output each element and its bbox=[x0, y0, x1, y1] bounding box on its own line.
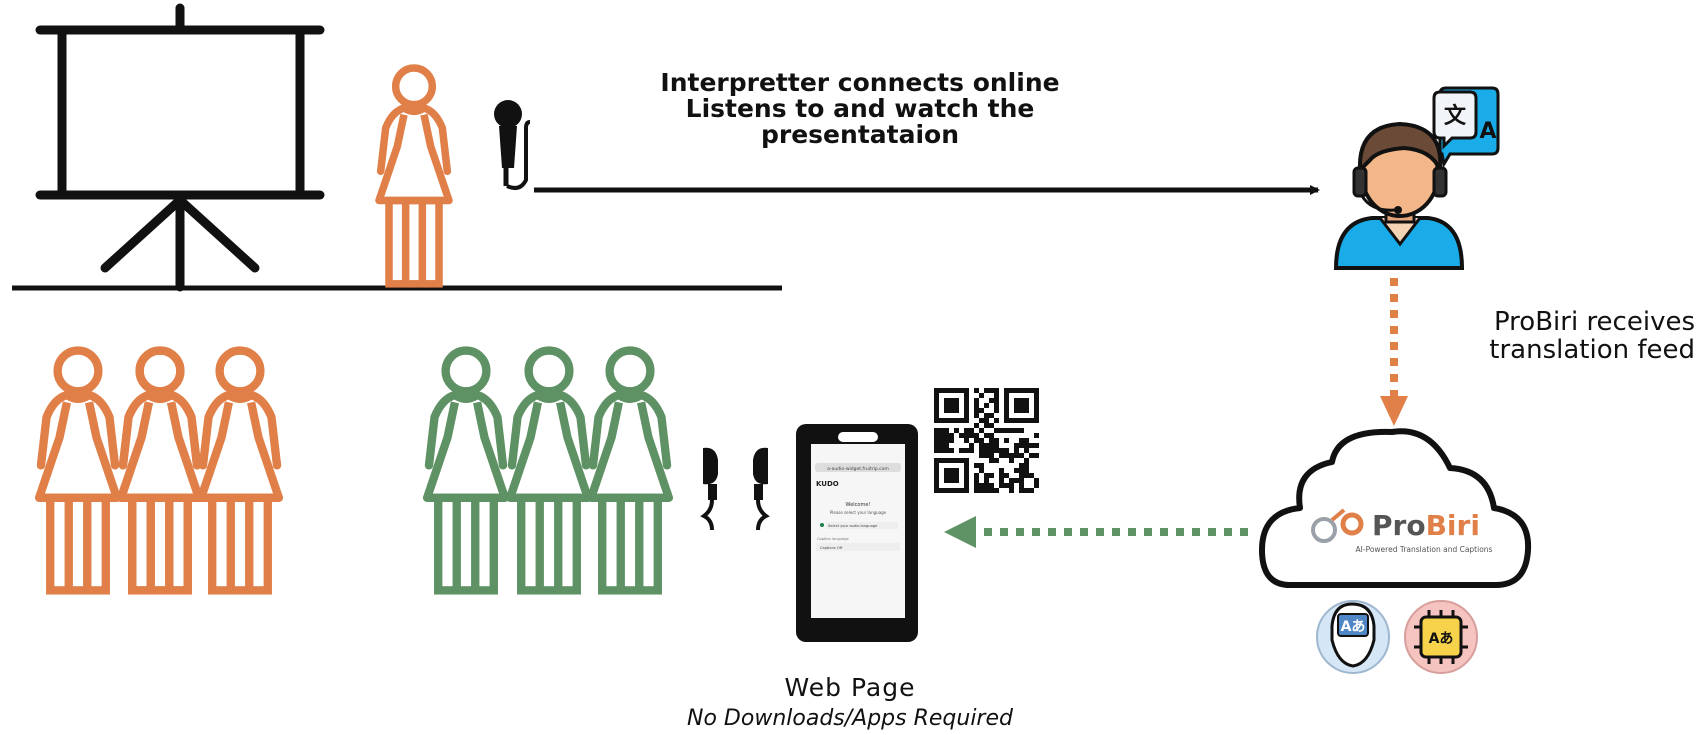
audience-group-green bbox=[427, 351, 669, 591]
interpreter-note-line3: presentataion bbox=[761, 120, 959, 149]
interpreter-note: Interpretter connects online Listens to … bbox=[640, 70, 1080, 148]
screen-logo: KUDO bbox=[816, 480, 839, 488]
web-page-title: Web Page bbox=[784, 673, 916, 702]
listener-person-icon bbox=[591, 351, 669, 591]
screen-select-label: Select your audio language bbox=[828, 524, 878, 528]
audience-group-orange bbox=[39, 351, 279, 591]
svg-text:ProBiri: ProBiri bbox=[1372, 509, 1480, 542]
interpreter-icon bbox=[1333, 121, 1465, 270]
earphones-icon bbox=[700, 447, 770, 531]
feed-arrow bbox=[1380, 278, 1408, 426]
stream-arrow bbox=[944, 516, 1252, 548]
listener-person-icon bbox=[510, 351, 588, 591]
probiri-note-line1: ProBiri receives bbox=[1493, 307, 1695, 337]
screen-prompt: Please select your language bbox=[830, 510, 887, 515]
interpreter-note-line1: Interpretter connects online bbox=[660, 68, 1060, 97]
chip-text: Aあ bbox=[1429, 631, 1454, 647]
translate-bubble-letter: A bbox=[1479, 119, 1496, 144]
presenter-person-icon bbox=[379, 68, 449, 284]
web-page-subtitle: No Downloads/Apps Required bbox=[687, 706, 1013, 731]
presentation-screen bbox=[35, 3, 325, 292]
screen-url: a-audio-widget.fruitrip.com bbox=[827, 466, 888, 472]
screen-caption-label: Caption language bbox=[817, 537, 850, 541]
probiri-note: ProBiri receives translation feed bbox=[1455, 308, 1695, 364]
badge-text: Aあ bbox=[1341, 619, 1366, 635]
probiri-note-line2: translation feed bbox=[1489, 335, 1695, 365]
translation-badge-icon: Aあ bbox=[1316, 600, 1390, 674]
audience-person-icon bbox=[201, 351, 279, 591]
screen-welcome: Welcome! bbox=[846, 502, 871, 508]
brand-biri: Biri bbox=[1426, 509, 1480, 542]
translate-bubble-icon: 文 A bbox=[1432, 86, 1500, 169]
listener-person-icon bbox=[427, 351, 505, 591]
screen-caption-value: Captions Off bbox=[820, 546, 843, 550]
web-page-caption: Web Page No Downloads/Apps Required bbox=[650, 673, 1050, 731]
probiri-cloud: ProBiri AI-Powered Translation and Capti… bbox=[1259, 428, 1532, 588]
interpreter-note-line2: Listens to and watch the bbox=[685, 94, 1035, 123]
audience-person-icon bbox=[121, 351, 199, 591]
brand-tagline: AI-Powered Translation and Captions bbox=[1356, 545, 1493, 554]
microphone-icon bbox=[494, 100, 531, 190]
audience-person-icon bbox=[39, 351, 117, 591]
qr-code bbox=[934, 388, 1039, 493]
ai-chip-badge-icon: Aあ bbox=[1404, 600, 1478, 674]
translate-bubble-text: 文 bbox=[1444, 103, 1467, 129]
brand-pro: Pro bbox=[1372, 509, 1426, 542]
smartphone: a-audio-widget.fruitrip.com KUDO Welcome… bbox=[796, 424, 918, 642]
